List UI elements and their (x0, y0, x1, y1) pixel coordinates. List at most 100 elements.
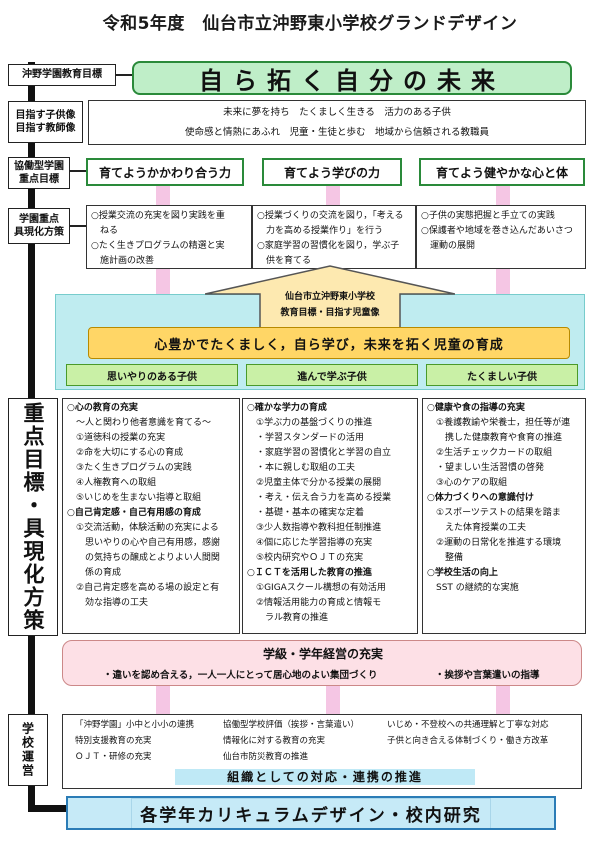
strategy-box-3: ○子供の実態把握と手立ての実践 ○保護者や地域を巻き込んだあいさつ 運動の展開 (416, 205, 586, 269)
connector-pink (156, 186, 170, 205)
growth-goal-2: 育てよう学びの力 (262, 158, 402, 186)
child-image-1: 思いやりのある子供 (66, 364, 238, 386)
focus-column-2: ○確かな学力の育成 ①学ぶ力の基盤づくりの推進 ・学習スタンダードの活用 ・家庭… (242, 398, 418, 634)
connector (70, 225, 86, 227)
label-aims: 目指す子供像 目指す教師像 (8, 101, 83, 143)
bottom-banner: 各学年カリキュラムデザイン・校内研究 (66, 796, 556, 830)
up-arrow-shape (205, 265, 455, 328)
child-image-2: 進んで学ぶ子供 (246, 364, 418, 386)
aim-teacher-text: 使命感と情熱にあふれ 児童・生徒と歩む 地域から信頼される教職員 (184, 127, 489, 138)
connector-pink (156, 269, 170, 294)
focus-item: ⑤いじめを生まない指導と取組 (67, 493, 202, 503)
focus-item: ①GIGAスクール構想の有効活用 (247, 583, 386, 593)
focus-item: ③心のケアの取組 (427, 478, 508, 488)
connector-pink (496, 186, 510, 205)
connector-pink (496, 269, 510, 294)
growth-goal-1: 育てようかかわり合う力 (86, 158, 244, 186)
strategy-line: ○保護者や地域を巻き込んだあいさつ (421, 226, 573, 236)
mgmt-item: いじめ・不登校への共通理解と丁寧な対応 (387, 720, 549, 730)
mgmt-item: 「沖野学園」小中と小小の連携 (75, 720, 195, 730)
school-box: 仙台市立沖野東小学校 教育目標・目指す児童像 (258, 286, 402, 324)
focus-item: ○ＩＣＴを活用した教育の推進 (247, 568, 372, 578)
mgmt-item: 仙台市防災教育の推進 (223, 752, 309, 762)
focus-item: ①スポーツテストの結果を踏ま (427, 508, 561, 518)
label-gakuen: 学園重点 具現化方策 (8, 208, 70, 244)
focus-item: ・基礎・基本の確実な定着 (247, 508, 365, 518)
label-aim-teacher: 目指す教師像 (15, 123, 76, 134)
focus-item: ③少人数指導や教科担任制推進 (247, 523, 382, 533)
focus-item: ～人と関わり他者意識を育てる～ (67, 418, 212, 428)
strategy-line: ○たく生きプログラムの精選と実 (91, 241, 225, 251)
class-management-box: 学級・学年経営の充実 ・違いを認め合える，一人一人にとって居心地のよい集団づくり… (62, 640, 582, 686)
connector (70, 170, 86, 172)
page-title: 令和5年度 仙台市立沖野東小学校グランドデザイン (102, 13, 518, 34)
focus-item: 係の育成 (67, 568, 122, 578)
focus-item: 携した健康教育や食育の推進 (427, 433, 563, 443)
school-goal: 心豊かでたくましく，自ら学び，未来を拓く児童の育成 (88, 327, 570, 359)
focus-item: ②児童主体で分かる授業の展開 (247, 478, 382, 488)
connector-pink (326, 686, 340, 714)
focus-item: 思いやりの心や自己有用感，感謝 (67, 538, 221, 548)
focus-item: ⑤校内研究やＯＪＴの充実 (247, 553, 364, 563)
strategy-line: 供を育てる (257, 256, 312, 266)
mgmt-item: 子供と向き合える体制づくり・働き方改革 (387, 736, 549, 746)
focus-column-3: ○健康や食の指導の充実 ①養護教諭や栄養士，担任等が連 携した健康教育や食育の推… (422, 398, 586, 634)
strategy-line: ○授業交流の充実を図り実践を重 (91, 211, 225, 221)
focus-item: の気持ちの醸成とよりよい人間関 (67, 553, 220, 563)
connector (116, 74, 132, 76)
mgmt-footer: 組織としての対応・連携の推進 (175, 769, 475, 785)
child-image-3: たくましい子供 (426, 364, 578, 386)
focus-item: ・本に親しむ取組の工夫 (247, 463, 356, 473)
label-juten-text: 重点目標・具現化方策 (21, 402, 45, 632)
connector-pink (156, 686, 170, 714)
focus-item: ・考え・伝え合う力を高める授業 (247, 493, 392, 503)
aims-box: 未来に夢を持ち たくましく生きる 活力のある子供 使命感と情熱にあふれ 児童・生… (88, 100, 586, 145)
focus-item: ①交流活動，体験活動の充実による (67, 523, 219, 533)
growth-goal-3: 育てよう健やかな心と体 (419, 158, 585, 186)
focus-item: ②情報活用能力の育成と情報モ (247, 598, 382, 608)
strategy-line: 施計画の改善 (91, 256, 155, 266)
left-spine-foot (28, 805, 68, 812)
strategy-line: ねる (91, 226, 119, 236)
focus-item: ラル教育の推進 (247, 613, 329, 623)
focus-column-1: ○心の教育の充実 ～人と関わり他者意識を育てる～ ①道徳科の授業の充実 ②命を大… (62, 398, 240, 634)
focus-item: ①道徳科の授業の充実 (67, 433, 166, 443)
focus-item: ○学校生活の向上 (427, 568, 498, 578)
mgmt-item: ＯＪＴ・研修の充実 (75, 752, 152, 762)
class-management-item-2: ・挨拶や言葉遣いの指導 (435, 670, 540, 681)
connector-pink (496, 686, 510, 714)
label-gakuen-2: 具現化方策 (14, 227, 64, 238)
strategy-line: ○家庭学習の習慣化を図り，学ぶ子 (257, 241, 400, 251)
strategy-box-1: ○授業交流の充実を図り実践を重 ねる ○たく生きプログラムの精選と実 施計画の改… (86, 205, 252, 269)
class-management-item-1: ・違いを認め合える，一人一人にとって居心地のよい集団づくり (103, 670, 378, 681)
focus-item: ①学ぶ力の基盤づくりの推進 (247, 418, 373, 428)
focus-item: ○体力づくりへの意識付け (427, 493, 534, 503)
mgmt-item: 特別支援教育の充実 (75, 736, 152, 746)
strategy-line: ○授業づくりの交流を図り，「考える (257, 211, 404, 221)
aim-child-text: 未来に夢を持ち たくましく生きる 活力のある子供 (223, 107, 451, 118)
strategy-line: 力を高める授業作り」を行う (257, 226, 384, 236)
focus-item: えた体育授業の工夫 (427, 523, 527, 533)
school-box-line1: 仙台市立沖野東小学校 (284, 292, 375, 302)
focus-item: ・望ましい生活習慣の啓発 (427, 463, 545, 473)
focus-item: ・家庭学習の習慣化と学習の自立 (247, 448, 392, 458)
label-gakuen-1: 学園重点 (19, 213, 59, 225)
label-kyodo: 協働型学園 重点目標 (8, 157, 70, 189)
focus-item: ②自己肯定感を高める場の設定と有 (67, 583, 220, 593)
focus-item: ○確かな学力の育成 (247, 403, 327, 413)
mgmt-item: 情報化に対する教育の充実 (223, 736, 326, 746)
focus-item: ①養護教諭や栄養士，担任等が連 (427, 418, 571, 428)
focus-item: ②運動の日常化を推進する環境 (427, 538, 562, 548)
focus-item: ②生活チェックカードの取組 (427, 448, 553, 458)
focus-item: ③たく生きプログラムの実践 (67, 463, 192, 473)
class-management-title: 学級・学年経営の充実 (262, 647, 383, 661)
label-kyodo-2: 重点目標 (19, 174, 59, 185)
school-box-line2: 教育目標・目指す児童像 (280, 308, 380, 318)
label-kyodo-1: 協働型学園 (14, 160, 64, 172)
label-school-mgmt-text: 学校運営 (20, 722, 35, 778)
bottom-banner-text: 各学年カリキュラムデザイン・校内研究 (131, 798, 491, 828)
label-aim-child: 目指す子供像 (15, 109, 76, 121)
strategy-line: ○子供の実態把握と手立ての実践 (421, 211, 555, 221)
focus-item: ○自己肯定感・自己有用感の育成 (67, 508, 201, 518)
focus-item: ④人権教育への取組 (67, 478, 157, 488)
